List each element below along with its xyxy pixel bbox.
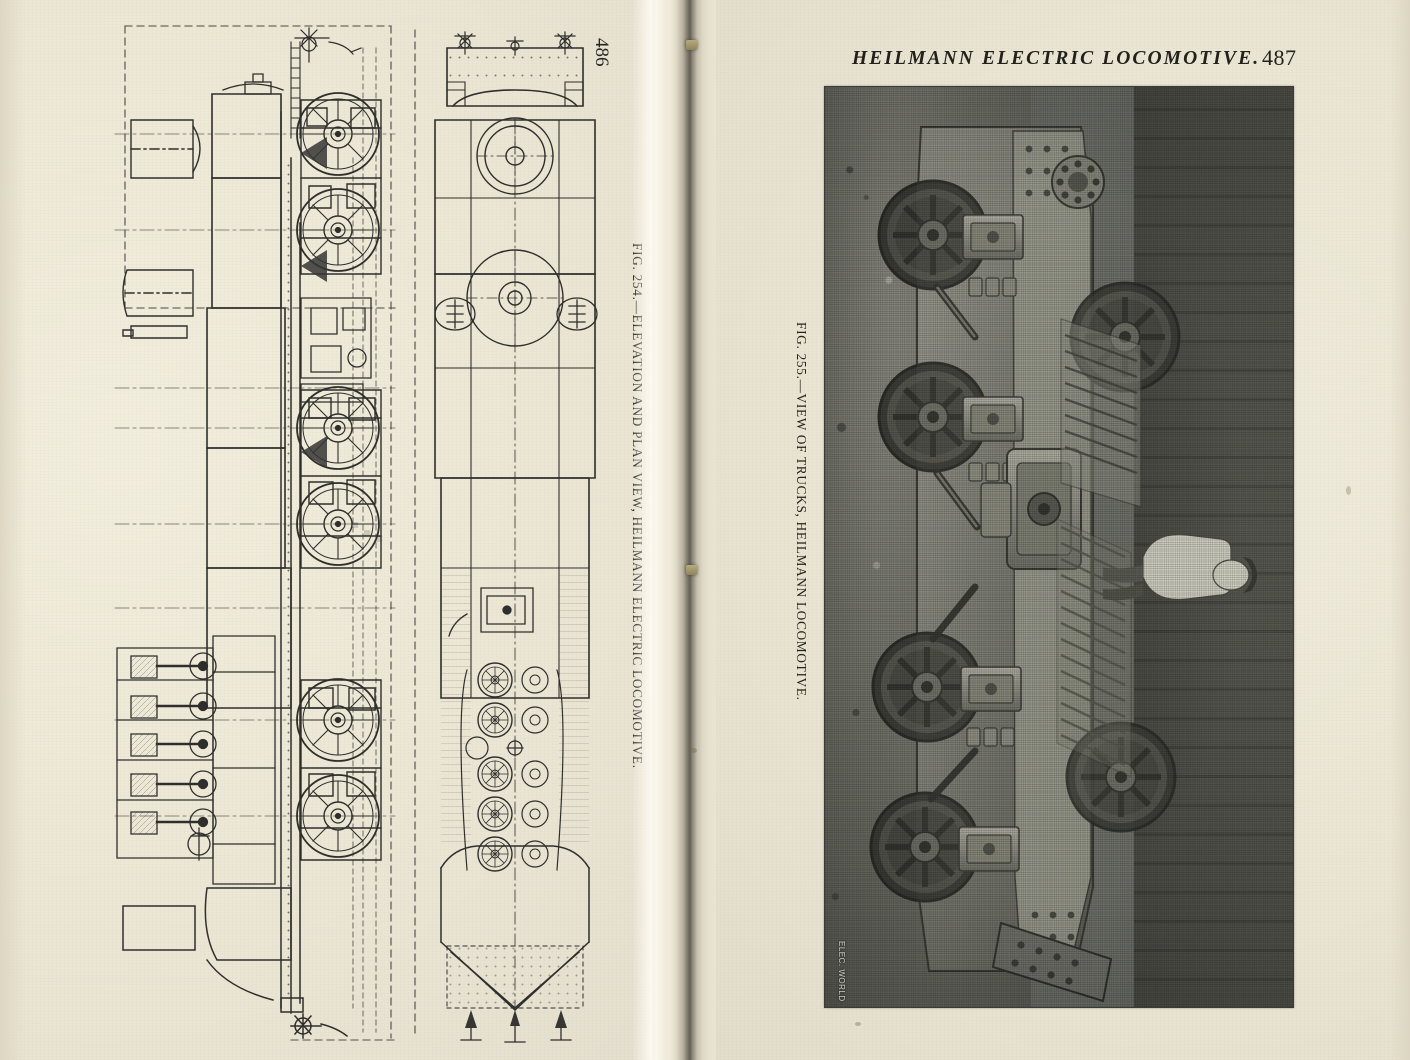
staple-top <box>686 40 697 50</box>
figure-255-caption: FIG. 255.—VIEW OF TRUCKS, HEILMANN LOCOM… <box>792 322 812 701</box>
left-page: 486 <box>0 0 672 1060</box>
figure-254-engraving: ||| ||| ||| <box>95 8 615 1050</box>
svg-text:|||: ||| <box>376 536 383 542</box>
figure-255-caption-text: FIG. 255.—VIEW OF TRUCKS, HEILMANN LOCOM… <box>794 322 809 701</box>
photo-trucks-subject <box>825 126 1257 1003</box>
staple-bottom <box>686 565 697 575</box>
running-head: HEILMANN ELECTRIC LOCOMOTIVE. <box>852 48 1261 69</box>
figure-255-photograph: ELEC. WORLD <box>824 86 1294 1008</box>
svg-text:|||: ||| <box>352 522 359 528</box>
page-curl <box>632 0 666 1060</box>
folio-right: 487 <box>1262 45 1297 70</box>
gutter-shadow <box>655 0 725 1060</box>
photo-figure-man <box>1103 533 1257 601</box>
svg-text:|||: ||| <box>364 530 371 536</box>
photo-inner: ELEC. WORLD <box>825 87 1293 1007</box>
book-gutter <box>632 0 725 1060</box>
photo-credit: ELEC. WORLD <box>837 941 846 1002</box>
